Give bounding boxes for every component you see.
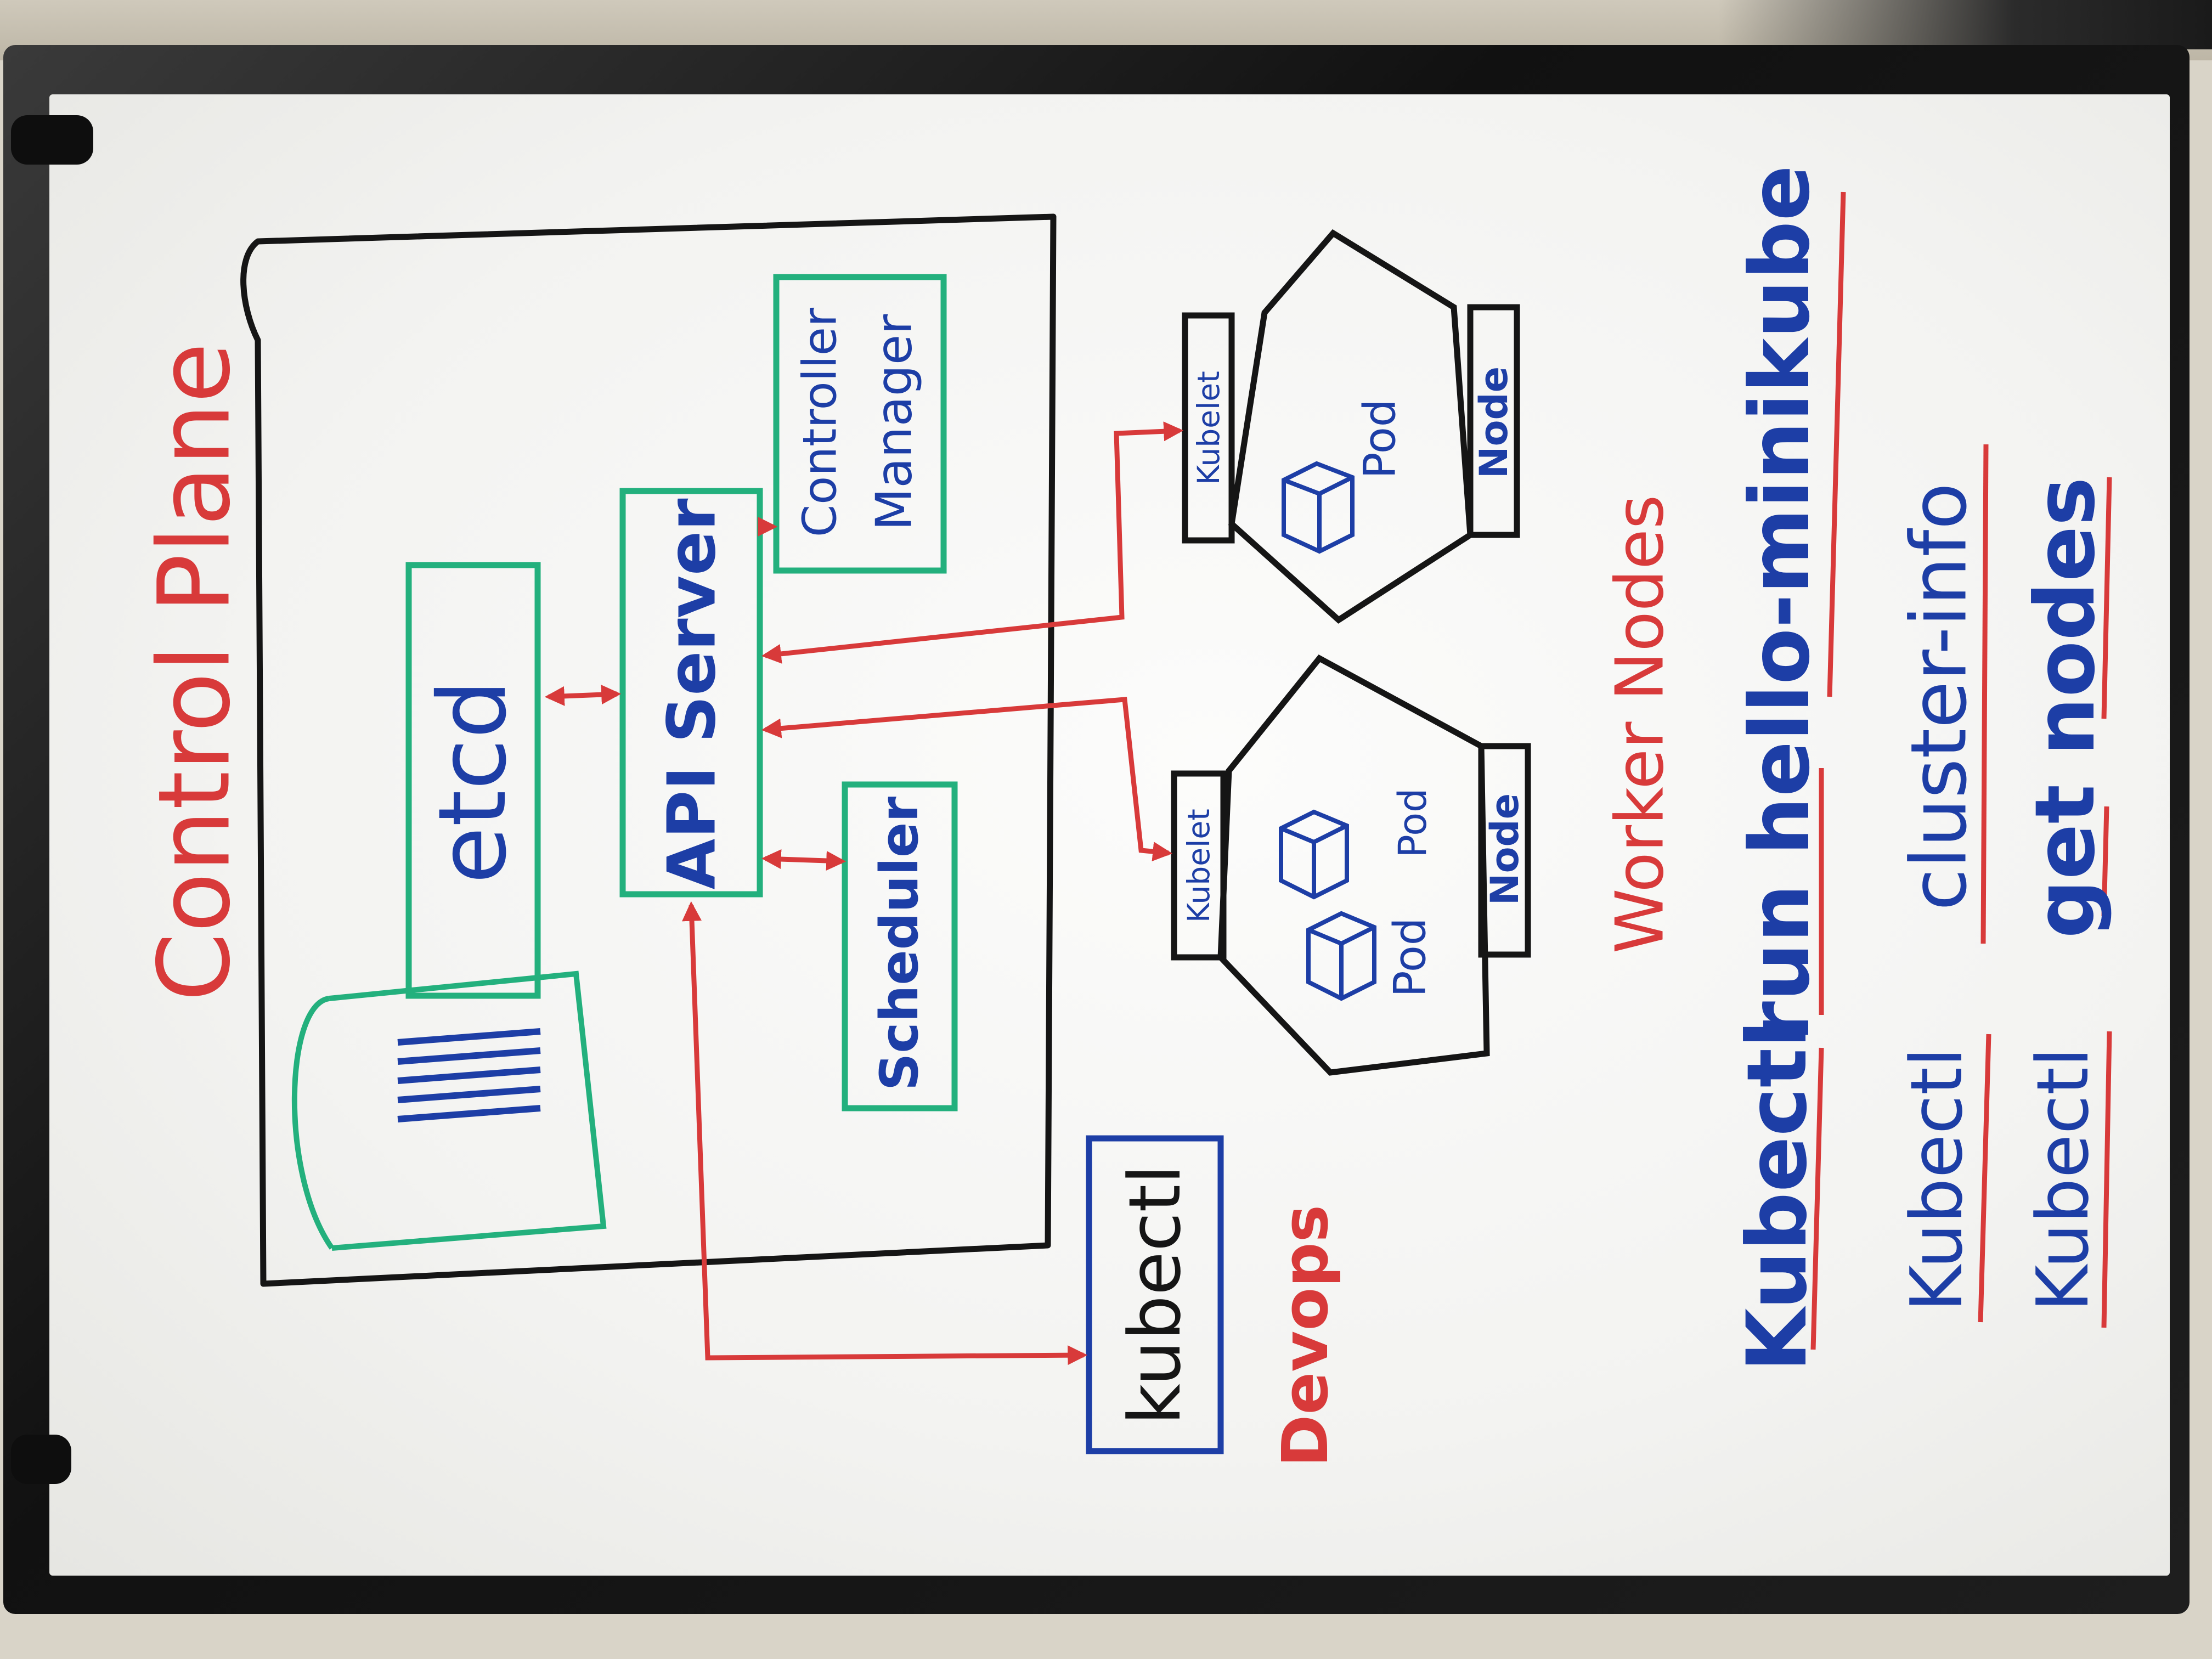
- storage-cylinder-icon: [291, 970, 607, 1251]
- worker-node-hexagon-2: [1171, 654, 1531, 1076]
- control-plane-heading: Control Plane: [137, 342, 252, 1002]
- pod-label: Pod: [1354, 399, 1406, 479]
- kubectl-box: [1086, 1135, 1224, 1454]
- connector-arrows: [544, 421, 1184, 1365]
- command-kubectl: Kubectl: [1895, 1047, 1978, 1312]
- node-label: Node: [1482, 793, 1527, 906]
- devops-label: Devops: [1269, 1204, 1342, 1468]
- command-kubectl: Kubectl: [1730, 1020, 1825, 1372]
- monitor-shadow: [1718, 0, 2212, 49]
- board-clip-top: [11, 115, 93, 165]
- controller-manager-label-line2: Manager: [865, 314, 923, 531]
- node-label: Node: [1471, 366, 1516, 479]
- command-kubectl: Kubectl: [2021, 1047, 2104, 1312]
- command-args: get nodes: [2018, 477, 2113, 939]
- command-args: cluster-info: [1894, 482, 1984, 911]
- kubelet-label: Kubelet: [1181, 809, 1216, 923]
- command-underlines: [1810, 191, 2112, 1350]
- worker-node-hexagon-1: [1182, 229, 1520, 624]
- pod-label: Pod: [1384, 917, 1436, 997]
- pod-cube-icon: [1306, 911, 1376, 1001]
- board-clip-bottom: [11, 1435, 71, 1484]
- etcd-box: [405, 562, 541, 999]
- scheduler-label: Scheduler: [870, 796, 930, 1091]
- etcd-label: etcd: [419, 679, 527, 884]
- command-args: run hello-minikube: [1733, 165, 1828, 1042]
- kubectl-box-label: kubectl: [1113, 1164, 1197, 1425]
- controller-manager-label-line1: Controller: [793, 307, 848, 538]
- pod-cube-icon: [1279, 809, 1349, 900]
- pod-cube-icon: [1282, 461, 1355, 554]
- pod-label: Pod: [1390, 788, 1435, 858]
- kubelet-label: Kubelet: [1191, 371, 1226, 485]
- api-server-box: [619, 488, 763, 898]
- worker-nodes-heading: Worker Nodes: [1602, 494, 1679, 954]
- api-server-label: API Server: [654, 498, 731, 890]
- control-plane-boundary: [240, 213, 1057, 1287]
